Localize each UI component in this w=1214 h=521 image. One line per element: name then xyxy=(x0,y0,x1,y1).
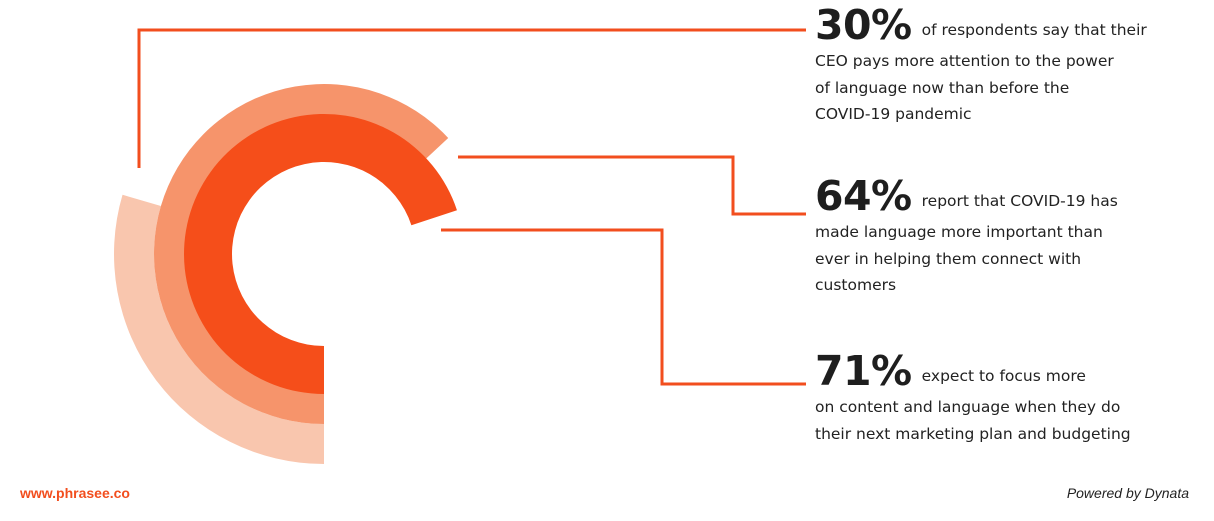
stat-71-block: 71% expect to focus more on content and … xyxy=(815,351,1175,447)
stat-text-line: on content and language when they do xyxy=(815,398,1121,416)
stat-text-line: ever in helping them connect with xyxy=(815,249,1082,268)
stat-text-line: their next marketing plan and budgeting xyxy=(815,424,1131,443)
connector-line-71 xyxy=(441,228,806,386)
stat-text-line: customers xyxy=(815,276,897,294)
stat-text-line: made language more important than xyxy=(815,223,1103,241)
stat-text-line: COVID-19 pandemic xyxy=(815,105,972,123)
stat-text-line: of language now than before the xyxy=(815,78,1070,97)
connector-line-64 xyxy=(458,155,806,216)
stat-value: 30% xyxy=(815,1,912,49)
stat-64-block: 64% report that COVID-19 has made langua… xyxy=(815,176,1175,299)
stat-value: 71% xyxy=(815,347,912,395)
stat-30-block: 30% of respondents say that their CEO pa… xyxy=(815,5,1175,128)
radial-bar-71 xyxy=(184,114,457,395)
website-link[interactable]: www.phrasee.co xyxy=(20,485,130,501)
stat-text-line: of respondents say that their xyxy=(921,20,1147,39)
stat-text-line: expect to focus more xyxy=(921,366,1086,385)
powered-by-credit: Powered by Dynata xyxy=(1066,485,1189,501)
radial-bar-64 xyxy=(154,84,449,425)
stat-text-line: CEO pays more attention to the power xyxy=(815,52,1114,70)
stat-value: 64% xyxy=(815,172,912,220)
radial-bar-30 xyxy=(113,194,324,464)
stat-text-line: report that COVID-19 has xyxy=(921,191,1118,210)
connector-line-30 xyxy=(137,28,806,168)
